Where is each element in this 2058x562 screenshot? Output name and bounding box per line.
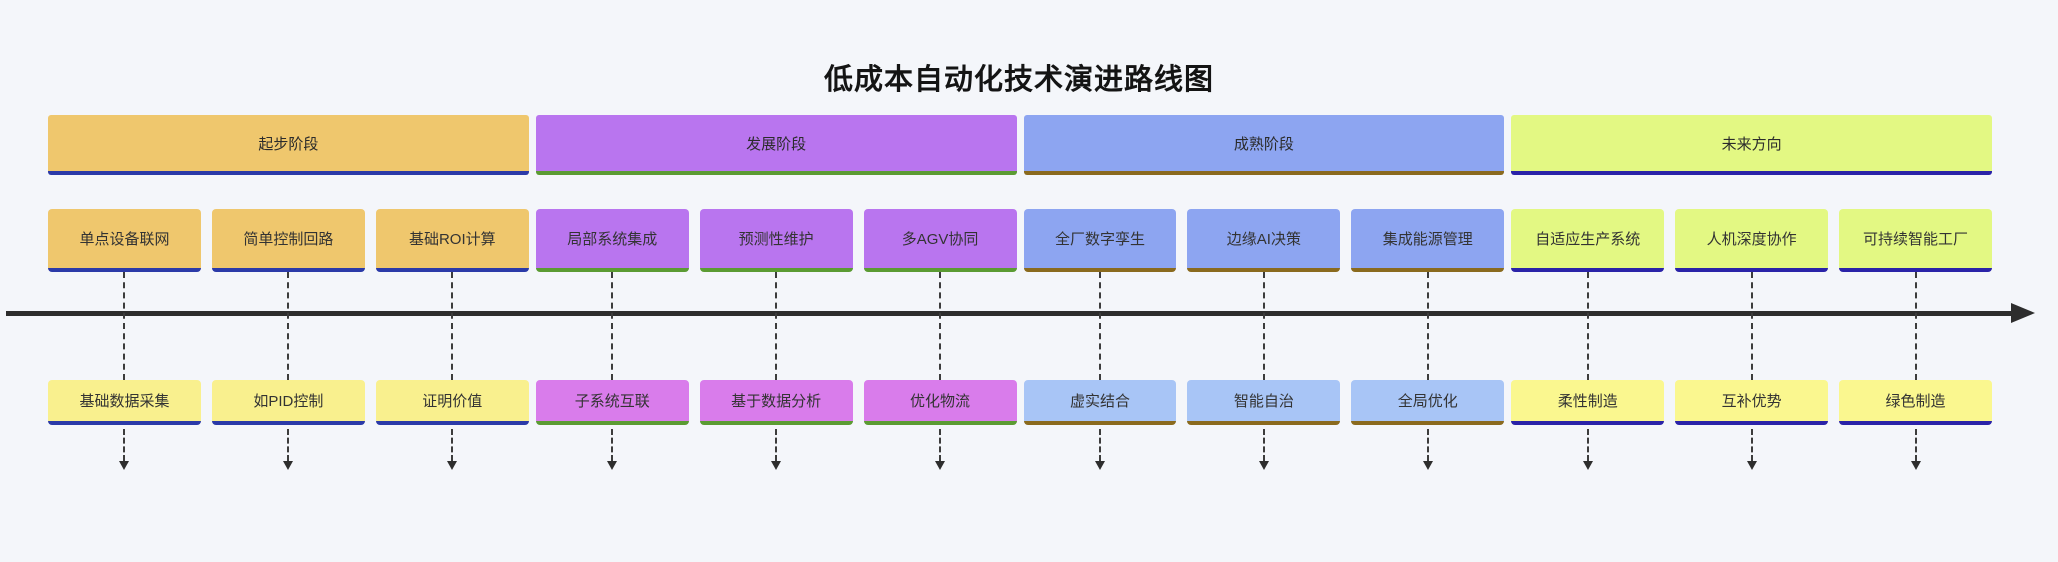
arrow-down-icon: [1582, 461, 1593, 470]
connector-line: [611, 272, 614, 380]
arrow-down-icon: [1746, 461, 1757, 470]
phase-3-bottom-box-1: 虚实结合: [1023, 380, 1177, 425]
arrow-down-icon: [935, 461, 946, 470]
connector-line: [123, 272, 126, 380]
tail-connector: [700, 425, 853, 470]
tail-dashed-line: [1262, 429, 1265, 461]
arrow-down-icon: [771, 461, 782, 470]
phase-4-header: 未来方向: [1511, 115, 1992, 175]
phase-1-bottom-box-1: 基础数据采集: [48, 380, 201, 425]
tail-dashed-line: [451, 429, 454, 461]
phase-1-header: 起步阶段: [48, 115, 529, 175]
phase-3-group: 全厂数字孪生 虚实结合 边缘AI决策 智能自治: [1023, 209, 1505, 470]
tail-connector: [1187, 425, 1340, 470]
connector-line: [1914, 272, 1917, 380]
tail-connector: [376, 425, 529, 470]
tail-dashed-line: [1914, 429, 1917, 461]
phase-3-top-box-1: 全厂数字孪生: [1023, 209, 1177, 272]
phase-3-top-box-3: 集成能源管理: [1351, 209, 1505, 272]
phase-2-group: 局部系统集成 子系统互联 预测性维护 基于数据分析: [535, 209, 1017, 470]
tail-connector: [48, 425, 201, 470]
connector-line: [1750, 272, 1753, 380]
tail-dashed-line: [287, 429, 290, 461]
phase-2-bottom-box-1: 子系统互联: [535, 380, 689, 425]
phase-3-item-3: 集成能源管理 全局优化: [1351, 209, 1505, 470]
phase-4-item-3: 可持续智能工厂 绿色制造: [1839, 209, 1993, 470]
tail-dashed-line: [1098, 429, 1101, 461]
phase-2-top-box-2: 预测性维护: [699, 209, 853, 272]
tail-dashed-line: [775, 429, 778, 461]
phase-4-bottom-box-3: 绿色制造: [1839, 380, 1993, 425]
connector-line: [1262, 272, 1265, 380]
phase-4-bottom-box-1: 柔性制造: [1511, 380, 1665, 425]
connector-line: [1426, 272, 1429, 380]
phase-2-item-1: 局部系统集成 子系统互联: [535, 209, 689, 470]
connector-line: [1586, 272, 1589, 380]
tail-dashed-line: [939, 429, 942, 461]
phase-1-top-box-1: 单点设备联网: [48, 209, 201, 272]
diagram-title: 低成本自动化技术演进路线图: [823, 64, 1214, 96]
tail-dashed-line: [1426, 429, 1429, 461]
arrow-down-icon: [447, 461, 458, 470]
phase-1-top-box-2: 简单控制回路: [211, 209, 365, 272]
tail-dashed-line: [611, 429, 614, 461]
phase-4-top-box-2: 人机深度协作: [1675, 209, 1829, 272]
phase-2-item-2: 预测性维护 基于数据分析: [699, 209, 853, 470]
phase-1-group: 单点设备联网 基础数据采集 简单控制回路 如PID控制: [48, 209, 529, 470]
phase-3-bottom-box-2: 智能自治: [1187, 380, 1341, 425]
phase-3-item-1: 全厂数字孪生 虚实结合: [1023, 209, 1177, 470]
phase-2-header: 发展阶段: [535, 115, 1017, 175]
tail-connector: [1024, 425, 1177, 470]
arrow-down-icon: [283, 461, 294, 470]
tail-dashed-line: [1750, 429, 1753, 461]
tail-connector: [864, 425, 1017, 470]
timeline-axis: [6, 303, 2035, 323]
arrow-down-icon: [119, 461, 130, 470]
connector-line: [775, 272, 778, 380]
connector-line: [451, 272, 454, 380]
tail-connector: [212, 425, 365, 470]
phase-4-top-box-3: 可持续智能工厂: [1839, 209, 1993, 272]
tail-connector: [1351, 425, 1504, 470]
connector-line: [1098, 272, 1101, 380]
phase-3-bottom-box-3: 全局优化: [1351, 380, 1505, 425]
connector-line: [939, 272, 942, 380]
tail-dashed-line: [1586, 429, 1589, 461]
tail-connector: [536, 425, 689, 470]
phase-2-item-3: 多AGV协同 优化物流: [863, 209, 1017, 470]
phase-4-item-2: 人机深度协作 互补优势: [1675, 209, 1829, 470]
phase-1-bottom-box-3: 证明价值: [375, 380, 529, 425]
phase-3-top-box-2: 边缘AI决策: [1187, 209, 1341, 272]
phase-2-top-box-1: 局部系统集成: [535, 209, 689, 272]
phase-1-top-box-3: 基础ROI计算: [375, 209, 529, 272]
phase-3-header: 成熟阶段: [1023, 115, 1505, 175]
arrow-down-icon: [1422, 461, 1433, 470]
connector-line: [287, 272, 290, 380]
phase-4-group: 自适应生产系统 柔性制造 人机深度协作 互补优势: [1511, 209, 1993, 470]
tail-dashed-line: [123, 429, 126, 461]
arrow-down-icon: [1910, 461, 1921, 470]
arrow-down-icon: [607, 461, 618, 470]
phase-4-item-1: 自适应生产系统 柔性制造: [1511, 209, 1665, 470]
phase-4-top-box-1: 自适应生产系统: [1511, 209, 1665, 272]
phase-2-bottom-box-3: 优化物流: [863, 380, 1017, 425]
phase-1-bottom-box-2: 如PID控制: [211, 380, 365, 425]
items-row: 单点设备联网 基础数据采集 简单控制回路 如PID控制: [48, 209, 1993, 470]
phase-1-item-1: 单点设备联网 基础数据采集: [48, 209, 201, 470]
phase-4-bottom-box-2: 互补优势: [1675, 380, 1829, 425]
tail-connector: [1675, 425, 1828, 470]
phase-1-item-2: 简单控制回路 如PID控制: [211, 209, 365, 470]
tail-connector: [1511, 425, 1664, 470]
arrow-down-icon: [1094, 461, 1105, 470]
phase-3-item-2: 边缘AI决策 智能自治: [1187, 209, 1341, 470]
phase-2-bottom-box-2: 基于数据分析: [699, 380, 853, 425]
arrow-down-icon: [1258, 461, 1269, 470]
phase-2-top-box-3: 多AGV协同: [863, 209, 1017, 272]
diagram-body: 起步阶段 发展阶段 成熟阶段 未来方向 单点设备联网 基础数据采集 简单控制回路: [48, 115, 1993, 470]
phase-1-item-3: 基础ROI计算 证明价值: [375, 209, 529, 470]
tail-connector: [1839, 425, 1992, 470]
phase-headers-row: 起步阶段 发展阶段 成熟阶段 未来方向: [48, 115, 1992, 175]
